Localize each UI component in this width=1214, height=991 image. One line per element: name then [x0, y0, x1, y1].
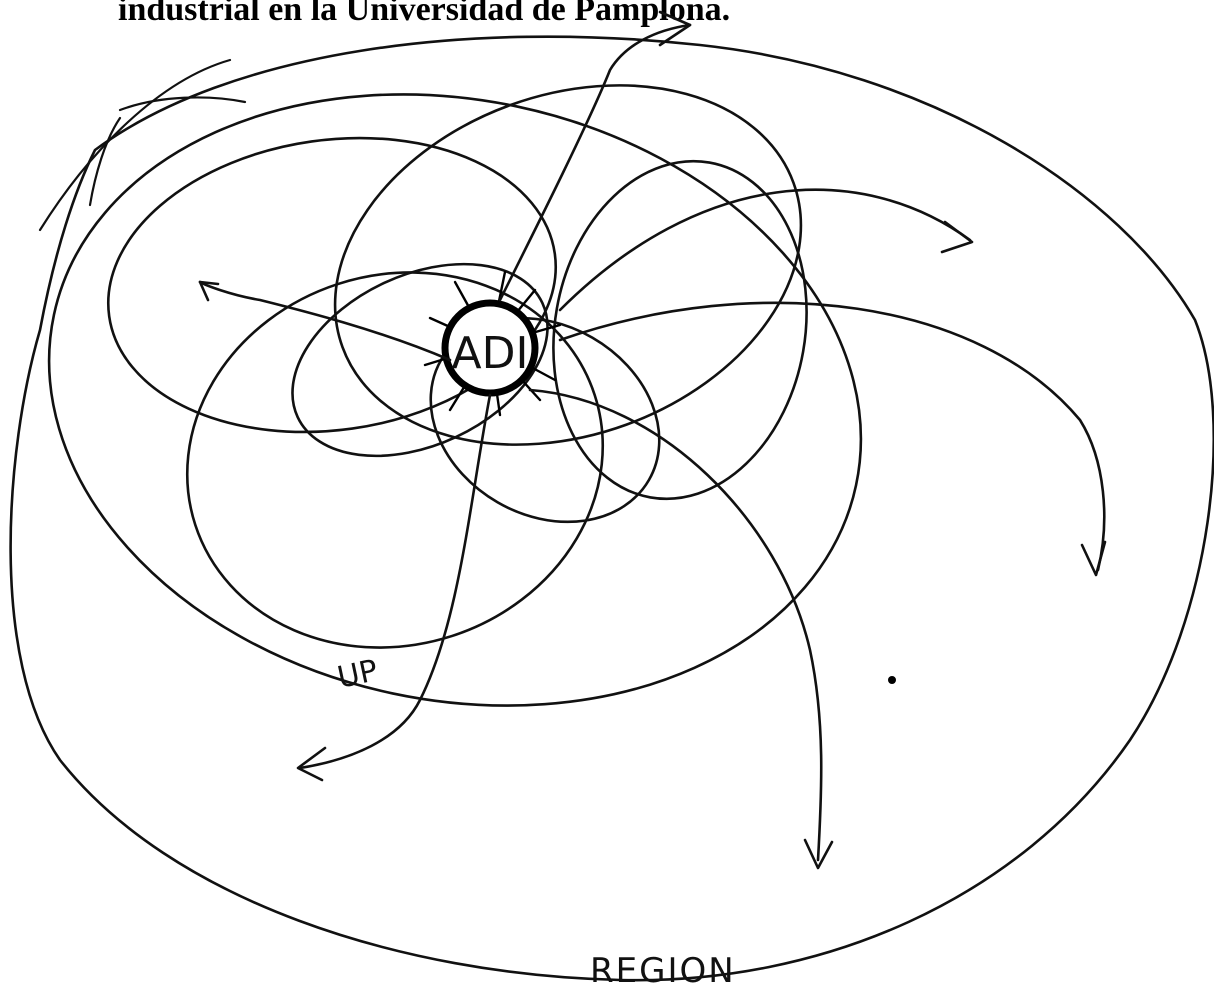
- sketch-stroke: [90, 118, 120, 205]
- dot-mark: [888, 676, 896, 684]
- arrow-down-right: [530, 390, 821, 860]
- ellipse-bottom: [138, 219, 652, 701]
- ellipse-right: [527, 141, 832, 519]
- ellipse-lower-right: [394, 278, 697, 563]
- sketch-stroke: [40, 60, 230, 230]
- adi-label: ADI: [452, 328, 529, 379]
- region-label: REGION: [590, 951, 736, 991]
- arrow-down-left: [300, 395, 490, 768]
- arrow-top: [500, 25, 690, 300]
- arrow-right: [560, 303, 1104, 570]
- up-boundary: [0, 21, 918, 778]
- adi-node: ADI: [425, 272, 560, 415]
- arrow-right-upper: [560, 190, 970, 310]
- clipped-heading: industrial en la Universidad de Pamplona…: [118, 0, 730, 28]
